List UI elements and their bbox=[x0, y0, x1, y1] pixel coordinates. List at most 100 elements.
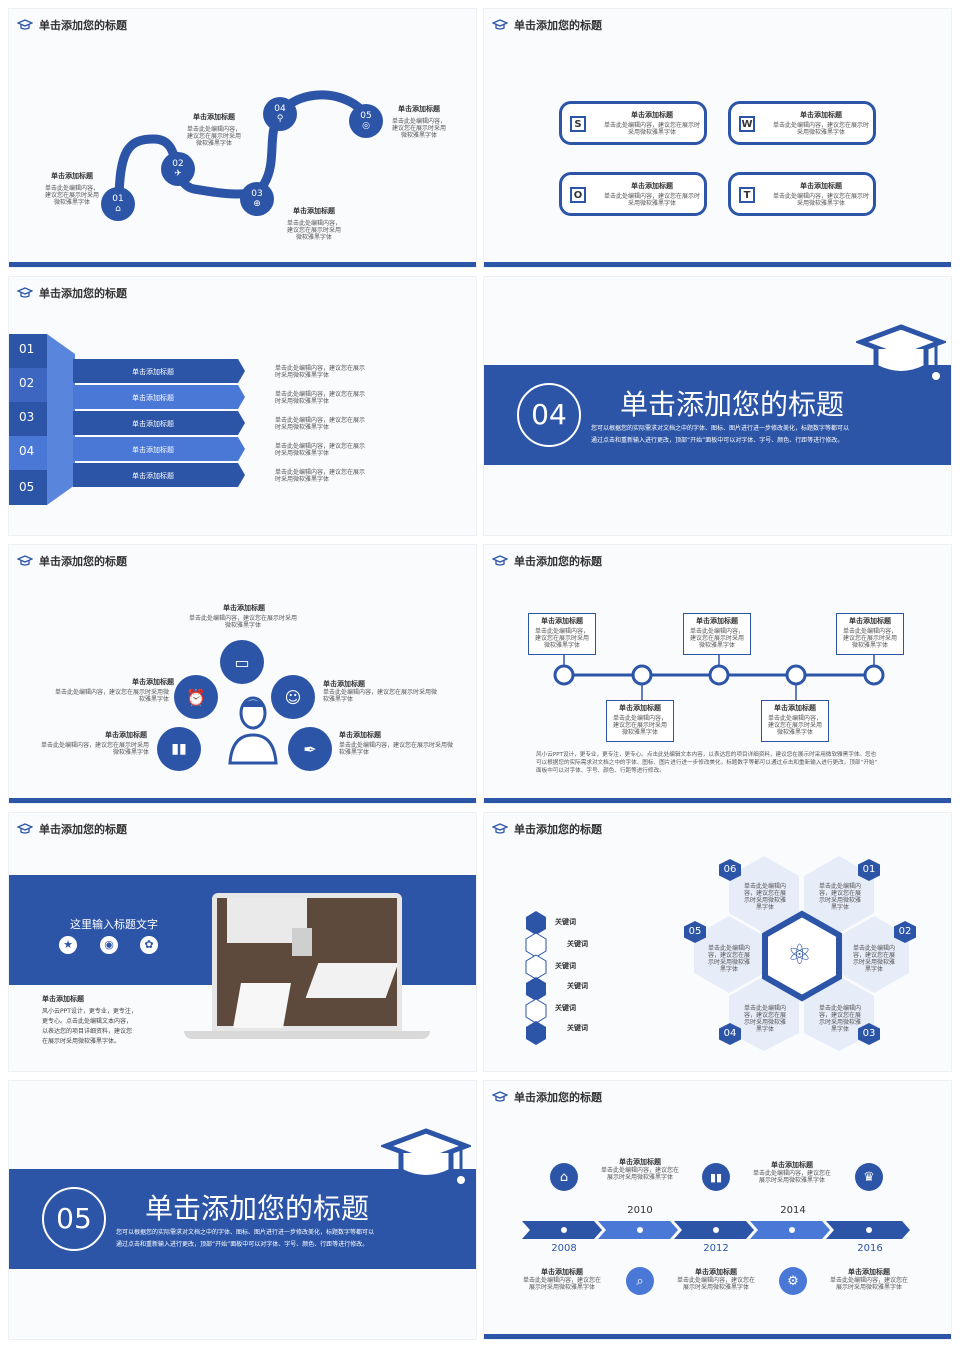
hex-badge: 01 bbox=[858, 859, 880, 881]
hub-title-left: 单击添加标题 bbox=[132, 678, 174, 686]
hex-badge: 02 bbox=[894, 921, 916, 943]
slide-10-year-timeline[interactable]: 单击添加您的标题 ⌂ ▮▮ ♛ ⌕ ⚙ 2008 2010 2012 2014 … bbox=[483, 1080, 952, 1340]
step-01-circle: 01⌂ bbox=[101, 187, 135, 221]
step-04-circle: 04⚲ bbox=[263, 97, 297, 131]
left-subtitle: 单击添加标题 bbox=[42, 995, 84, 1003]
graduation-cap-icon bbox=[17, 823, 33, 834]
swot-letter-box: S bbox=[570, 116, 586, 132]
step-01-desc: 单击此处编辑内容，建议您在展示时采用微软雅黑字体 bbox=[44, 185, 99, 206]
section-number-circle: 05 bbox=[42, 1187, 106, 1251]
hub-desc-bottom-right: 单击此处编辑内容，建议您在展示时采用微软雅黑字体 bbox=[339, 742, 454, 756]
section-heading: 单击添加您的标题 bbox=[620, 388, 845, 421]
milestone-title: 单击添加标题 bbox=[771, 1161, 813, 1169]
swot-desc: 单击此处编辑内容，建议您在展示时采用微软雅黑字体 bbox=[603, 193, 700, 207]
slide-8-hexagons[interactable]: 单击添加您的标题 关键词 关键词 关键词 关键词 关键词 关键词 ⚛ 01 02… bbox=[483, 812, 952, 1072]
slide-9-section-05[interactable]: 05 单击添加您的标题 您可以根据您的实际需求对文档之中的字体、图标、图片进行进… bbox=[8, 1080, 477, 1340]
swot-letter-box: O bbox=[570, 187, 586, 203]
milestone-title: 单击添加标题 bbox=[695, 1268, 737, 1276]
band-desc: 单击此处编辑内容，建议您在展示时采用微软雅黑字体 bbox=[275, 469, 366, 483]
star-icon: ★ bbox=[59, 936, 77, 954]
milestone-desc: 单击此处编辑内容，建议您在展示时采用微软雅黑字体 bbox=[522, 1277, 601, 1291]
plane-icon: ✈ bbox=[174, 169, 182, 179]
slide-title: 单击添加您的标题 bbox=[492, 1089, 602, 1105]
hub-desc-left: 单击此处编辑内容，建议您在展示时采用微软雅黑字体 bbox=[54, 689, 169, 703]
slide-title: 单击添加您的标题 bbox=[17, 553, 127, 569]
step-05-title: 单击添加标题 bbox=[398, 105, 440, 113]
slide-title: 单击添加您的标题 bbox=[492, 821, 602, 837]
slide-5-hub[interactable]: 单击添加您的标题 ▭ ⏰ ☺ ▮▮ ✒ 单击添加标题 单击此处编辑内容，建议您在… bbox=[8, 544, 477, 804]
swot-desc: 单击此处编辑内容，建议您在展示时采用微软雅黑字体 bbox=[772, 122, 869, 136]
slide-title: 单击添加您的标题 bbox=[492, 553, 602, 569]
alarm-clock-icon: ⏰ bbox=[174, 675, 218, 719]
slide-footer-bar bbox=[9, 798, 476, 803]
swot-desc: 单击此处编辑内容，建议您在展示时采用微软雅黑字体 bbox=[772, 193, 869, 207]
graduation-cap-icon bbox=[17, 287, 33, 298]
band-desc: 单击此处编辑内容，建议您在展示时采用微软雅黑字体 bbox=[275, 443, 366, 457]
search-icon: ⌕ bbox=[626, 1267, 654, 1295]
list-number: 01 bbox=[19, 342, 35, 356]
year-label: 2014 bbox=[780, 1205, 806, 1216]
milestone-title: 单击添加标题 bbox=[541, 1268, 583, 1276]
milestone-desc: 单击此处编辑内容，建议您在展示时采用微软雅黑字体 bbox=[676, 1277, 755, 1291]
team-icon: ☺ bbox=[271, 675, 315, 719]
year-label: 2010 bbox=[627, 1205, 653, 1216]
swot-card-o: O 单击添加标题 单击此处编辑内容，建议您在展示时采用微软雅黑字体 bbox=[559, 172, 707, 216]
slide-title: 单击添加您的标题 bbox=[17, 285, 127, 301]
swot-title: 单击添加标题 bbox=[631, 182, 673, 190]
hex-badge: 04 bbox=[719, 1023, 741, 1045]
hex-badge: 05 bbox=[684, 921, 706, 943]
swot-desc: 单击此处编辑内容，建议您在展示时采用微软雅黑字体 bbox=[603, 122, 700, 136]
timeline-paragraph: 风小云PPT设计，更专业，更专注，更专心。点击此处编辑文本内容，以表达您的项目详… bbox=[536, 752, 878, 774]
step-05-desc: 单击此处编辑内容，建议您在展示时采用微软雅黑字体 bbox=[391, 118, 446, 139]
swot-title: 单击添加标题 bbox=[800, 111, 842, 119]
swot-card-w: W 单击添加标题 单击此处编辑内容，建议您在展示时采用微软雅黑字体 bbox=[728, 101, 876, 145]
globe-icon: ⊕ bbox=[253, 199, 261, 209]
graduation-cap-icon bbox=[492, 823, 508, 834]
keyword: 关键词 bbox=[567, 940, 588, 948]
hub-desc-right: 单击此处编辑内容，建议您在展示时采用微软雅黑字体 bbox=[323, 689, 438, 703]
hex-desc: 单击此处编辑内容，建议您在展示时采用微软雅黑字体 bbox=[743, 883, 786, 911]
hex-badge: 06 bbox=[719, 859, 741, 881]
hex-desc: 单击此处编辑内容，建议您在展示时采用微软雅黑字体 bbox=[818, 883, 861, 911]
graduation-cap-icon bbox=[17, 555, 33, 566]
slide-1-winding-path[interactable]: 单击添加您的标题 01⌂ 02✈ 03⊕ 04⚲ 05◎ 单击添加标题 单击此处… bbox=[8, 8, 477, 268]
slide-footer-bar bbox=[484, 1334, 951, 1339]
list-number: 05 bbox=[19, 480, 35, 494]
hex-cluster bbox=[694, 856, 909, 1051]
slide-7-laptop[interactable]: 单击添加您的标题 这里输入标题文字 ★ ◉ ✿ 单击添加标题 风小云PPT设计，… bbox=[8, 812, 477, 1072]
rss-icon: ◉ bbox=[100, 936, 118, 954]
trophy-icon: ♛ bbox=[855, 1163, 883, 1191]
laptop-photo bbox=[217, 898, 399, 1028]
hub-desc-top: 单击此处编辑内容，建议您在展示时采用微软雅黑字体 bbox=[188, 615, 297, 629]
hex-desc: 单击此处编辑内容，建议您在展示时采用微软雅黑字体 bbox=[852, 945, 895, 973]
list-number: 03 bbox=[19, 410, 35, 424]
section-heading: 单击添加您的标题 bbox=[145, 1192, 370, 1225]
bar-chart-icon: ▮▮ bbox=[702, 1163, 730, 1191]
step-05-circle: 05◎ bbox=[349, 104, 383, 138]
band-label: 单击添加标题 bbox=[132, 420, 174, 428]
band-desc: 单击此处编辑内容，建议您在展示时采用微软雅黑字体 bbox=[275, 417, 366, 431]
milestone-desc: 单击此处编辑内容，建议您在展示时采用微软雅黑字体 bbox=[829, 1277, 908, 1291]
slide-footer-bar bbox=[484, 262, 951, 267]
swot-title: 单击添加标题 bbox=[800, 182, 842, 190]
keyword: 关键词 bbox=[555, 962, 576, 970]
graduation-cap-icon bbox=[492, 1091, 508, 1102]
graduation-cap-icon bbox=[492, 19, 508, 30]
hub-desc-bottom-left: 单击此处编辑内容，建议您在展示时采用微软雅黑字体 bbox=[40, 742, 149, 756]
slide-3-numbered-list[interactable]: 单击添加您的标题 01 02 03 04 05 单击添加标题 单击添加标题 单击… bbox=[8, 276, 477, 536]
hex-desc: 单击此处编辑内容，建议您在展示时采用微软雅黑字体 bbox=[743, 1005, 786, 1033]
section-desc: 您可以根据您的实际需求对文档之中的字体、图标、图片进行进一步修改美化，标题数字等… bbox=[116, 1229, 375, 1248]
milestone-title: 单击添加标题 bbox=[619, 1158, 661, 1166]
slide-4-section-04[interactable]: 04 单击添加您的标题 您可以根据您的实际需求对文档之中的字体、图标、图片进行进… bbox=[483, 276, 952, 536]
step-02-circle: 02✈ bbox=[161, 152, 195, 186]
number-column bbox=[9, 334, 75, 505]
step-03-desc: 单击此处编辑内容，建议您在展示时采用微软雅黑字体 bbox=[286, 220, 341, 241]
timeline-box: 单击添加标题 单击此处编辑内容，建议您在展示时采用微软雅黑字体 bbox=[836, 613, 904, 655]
hub-title-bottom-right: 单击添加标题 bbox=[339, 731, 381, 739]
milestone-title: 单击添加标题 bbox=[848, 1268, 890, 1276]
keyword: 关键词 bbox=[555, 1004, 576, 1012]
slide-6-timeline-boxes[interactable]: 单击添加您的标题 单击添加标题 单击此处编辑内容，建议您在展示时采用微软雅黑字体… bbox=[483, 544, 952, 804]
slide-2-swot[interactable]: 单击添加您的标题 S 单击添加标题 单击此处编辑内容，建议您在展示时采用微软雅黑… bbox=[483, 8, 952, 268]
gear-icon: ⚙ bbox=[779, 1267, 807, 1295]
person-icon bbox=[228, 696, 278, 765]
